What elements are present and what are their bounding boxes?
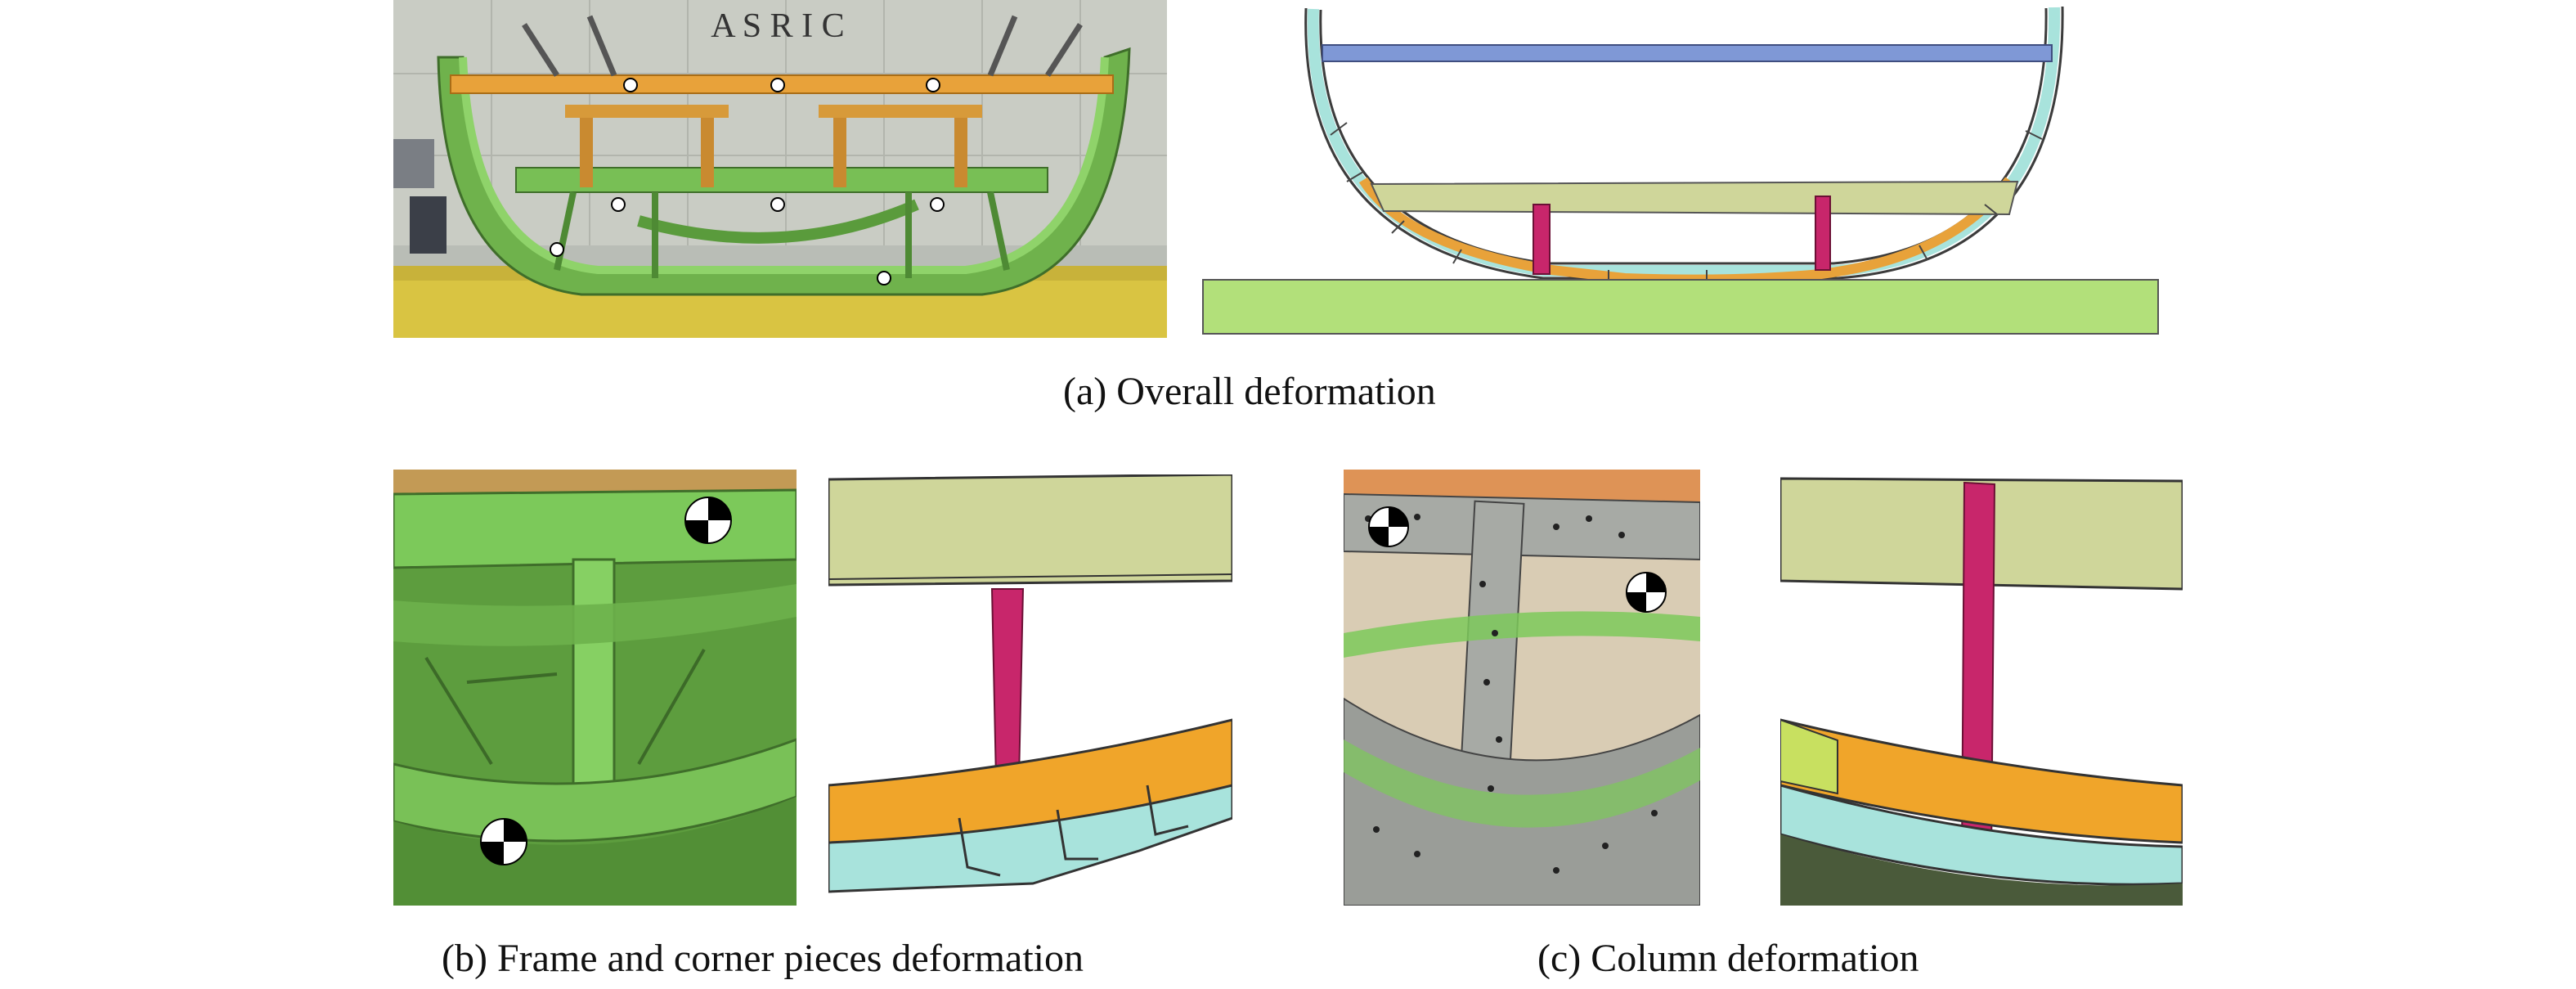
panel-c-test-photo — [1344, 470, 1700, 906]
panel-b-test-photo — [393, 470, 797, 906]
caption-c: (c) Column deformation — [1537, 937, 1919, 980]
panel-a-test-photo: A S R I C — [393, 0, 1167, 338]
panel-b-fe-detail — [828, 474, 1232, 906]
caption-b: (b) Frame and corner pieces deformation — [442, 937, 1084, 980]
panel-a-fe-model — [1200, 0, 2165, 338]
caption-a: (a) Overall deformation — [1063, 370, 1436, 413]
panel-c-fe-detail — [1780, 474, 2183, 906]
photo-wall-text: A S R I C — [711, 7, 844, 45]
